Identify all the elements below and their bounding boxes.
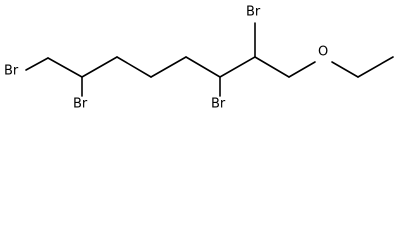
bond-c2-c3 <box>81 56 118 78</box>
atom-label-br-terminal: Br <box>4 64 19 79</box>
bond-c8-o <box>288 61 316 78</box>
molecule-structure: Br Br Br Br O <box>4 5 394 112</box>
bond-c9-c10 <box>357 56 394 78</box>
atom-label-br-c7: Br <box>246 5 261 20</box>
bond-c5-c6 <box>185 56 221 78</box>
bond-c1-c2 <box>47 57 83 78</box>
atom-label-br-c6: Br <box>211 97 226 112</box>
bond-c3-c4 <box>116 56 152 78</box>
bond-c6-c7 <box>219 56 256 78</box>
bond-c4-c5 <box>150 56 187 78</box>
bond-c7-c8 <box>254 56 290 78</box>
bond-brleft-c1 <box>25 57 49 71</box>
bond-o-c9 <box>331 61 359 78</box>
atom-label-oxygen: O <box>318 45 328 60</box>
atom-label-br-c2: Br <box>73 97 88 112</box>
